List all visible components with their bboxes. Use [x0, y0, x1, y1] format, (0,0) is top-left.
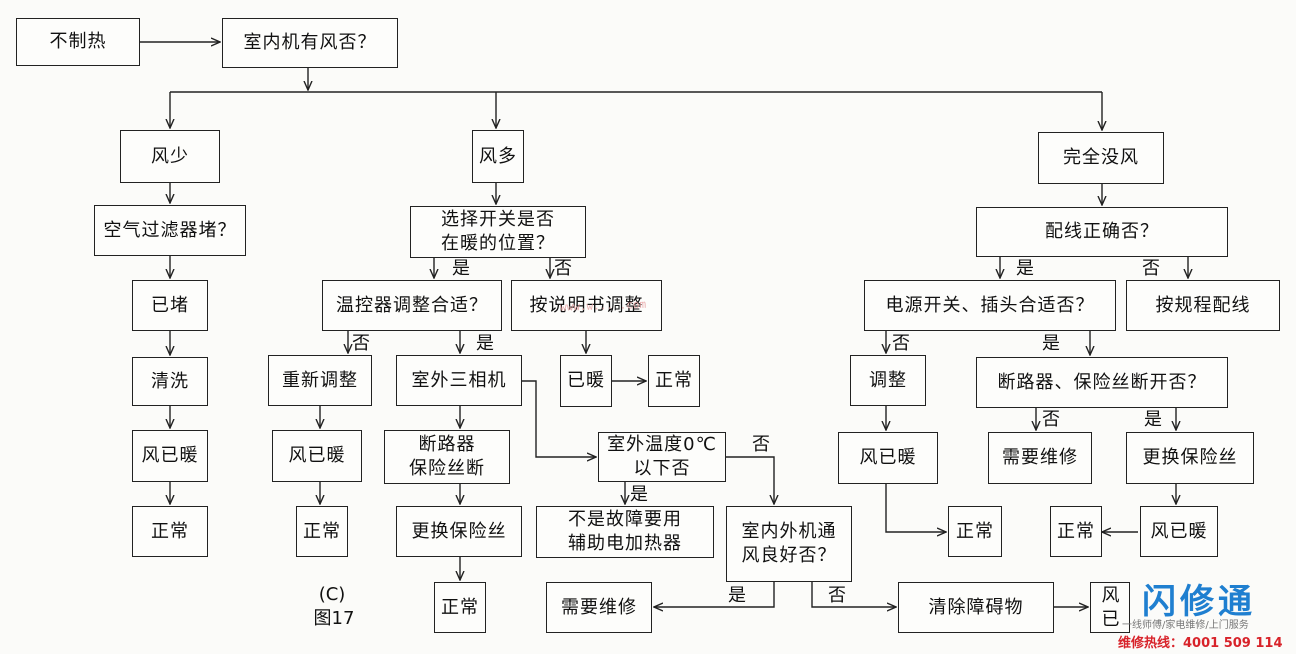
- figure-subcaption: (C): [318, 584, 346, 605]
- node-normal-left: 正常: [132, 506, 208, 557]
- label-no: 否: [828, 585, 846, 606]
- node-blocked: 已堵: [132, 280, 208, 331]
- node-adjust: 调整: [850, 355, 926, 406]
- label-yes: 是: [630, 484, 648, 505]
- node-outdoor-temp-question: 室外温度0℃ 以下否: [598, 432, 726, 482]
- node-wind-warm-left: 风已暖: [132, 430, 208, 482]
- node-wind-high: 风多: [472, 130, 524, 183]
- node-outdoor-3phase: 室外三相机: [396, 355, 522, 406]
- node-readjust: 重新调整: [268, 355, 372, 406]
- node-clear-obstacle: 清除障碍物: [898, 582, 1054, 633]
- node-thermostat-question: 温控器调整合适？: [322, 280, 502, 331]
- brand-hotline: 维修热线：4001 509 114: [1118, 636, 1283, 651]
- label-no: 否: [554, 258, 572, 279]
- node-wiring-question: 配线正确否？: [976, 207, 1228, 257]
- node-normal-right-a: 正常: [948, 506, 1002, 557]
- node-wind-warm-readjust: 风已暖: [272, 430, 362, 482]
- label-yes: 是: [1016, 258, 1034, 279]
- node-need-repair-right: 需要维修: [988, 432, 1092, 484]
- figure-caption: 图17: [313, 608, 355, 629]
- node-normal-middle: 正常: [434, 582, 486, 633]
- node-warm: 已暖: [560, 355, 612, 407]
- node-indoor-wind-question: 室内机有风否？: [222, 18, 398, 68]
- node-normal-readjust: 正常: [296, 506, 348, 557]
- label-yes: 是: [476, 333, 494, 354]
- label-no: 否: [352, 333, 370, 354]
- node-normal-right-b: 正常: [1050, 506, 1102, 557]
- label-no: 否: [1042, 409, 1060, 430]
- node-filter-blocked-question: 空气过滤器堵？: [94, 205, 246, 256]
- node-selector-switch-question: 选择开关是否 在暖的位置？: [410, 206, 586, 258]
- node-clean: 清洗: [132, 357, 208, 406]
- brand-tagline: 一线师傅/家电维修/上门服务: [1122, 620, 1249, 631]
- node-airflow-good-question: 室内外机通 风良好否？: [726, 506, 852, 582]
- label-yes: 是: [452, 258, 470, 279]
- node-wind-low: 风少: [120, 130, 220, 183]
- node-power-switch-question: 电源开关、插头合适否？: [864, 280, 1116, 331]
- label-no: 否: [1142, 258, 1160, 279]
- label-no: 否: [892, 333, 910, 354]
- node-replace-fuse-middle: 更换保险丝: [396, 506, 522, 557]
- node-wire-by-rule: 按规程配线: [1126, 280, 1280, 331]
- label-yes: 是: [1042, 333, 1060, 354]
- label-yes: 是: [728, 585, 746, 606]
- node-not-fault-aux-heater: 不是故障要用 辅助电加热器: [536, 506, 714, 558]
- brand-name: 闪修通: [1142, 582, 1256, 622]
- label-yes: 是: [1144, 409, 1162, 430]
- node-breaker-fuse-question: 断路器、保险丝断开否？: [976, 357, 1228, 408]
- node-wind-warm-right: 风已暖: [838, 432, 938, 484]
- node-adjust-by-manual: 按说明书调整: [511, 280, 662, 331]
- node-breaker-fuse-blown: 断路器 保险丝断: [384, 430, 510, 484]
- node-replace-fuse-right: 更换保险丝: [1126, 432, 1254, 484]
- label-no: 否: [752, 434, 770, 455]
- node-need-repair-bottom: 需要维修: [546, 582, 652, 633]
- node-wind-warm-right-b: 风已暖: [1140, 506, 1218, 557]
- node-no-wind: 完全没风: [1038, 132, 1164, 184]
- brand-logo: 闪修通 一线师傅/家电维修/上门服务 维修热线：4001 509 114: [1108, 574, 1294, 652]
- node-normal-after-warm: 正常: [648, 355, 700, 407]
- node-no-heat: 不制热: [16, 18, 140, 66]
- node-wind-warm-bottom: 风已: [1090, 582, 1130, 633]
